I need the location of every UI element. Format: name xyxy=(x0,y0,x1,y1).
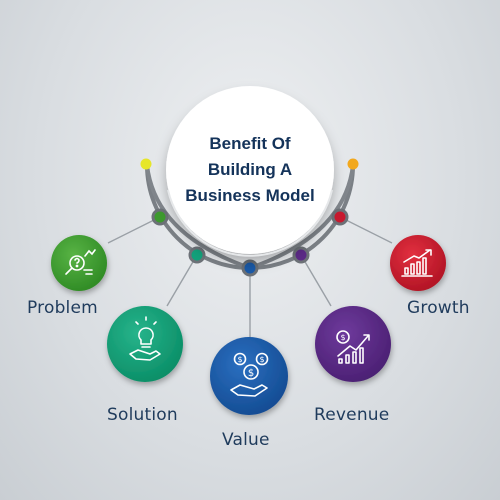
arc-nodes xyxy=(151,208,349,277)
connector-growth xyxy=(339,216,393,244)
connector-revenue xyxy=(300,254,332,307)
title-line-1: Benefit Of xyxy=(209,134,291,153)
problem-circle xyxy=(51,235,107,291)
arc-node-value xyxy=(241,259,259,277)
growth-chart-icon xyxy=(401,249,433,277)
center-title: Benefit Of Building A Business Model xyxy=(166,86,334,254)
value-circle xyxy=(210,337,288,415)
arc-end-dot-left xyxy=(140,158,152,170)
revenue-circle xyxy=(315,306,391,382)
arc-node-problem xyxy=(151,208,169,226)
label-solution: Solution xyxy=(107,405,178,425)
svg-text:$: $ xyxy=(340,333,345,342)
svg-text:$: $ xyxy=(248,368,254,379)
label-growth: Growth xyxy=(407,298,470,318)
svg-text:$: $ xyxy=(259,355,264,364)
growth-circle xyxy=(390,235,446,291)
arc-node-growth xyxy=(331,208,349,226)
magnifier-question-icon xyxy=(65,249,96,275)
arc-node-solution xyxy=(188,246,206,264)
arc-node-revenue xyxy=(292,246,310,264)
revenue-chart-icon: $ xyxy=(336,330,370,364)
lightbulb-hand-icon xyxy=(129,316,161,361)
label-revenue: Revenue xyxy=(314,405,390,425)
connector-lines xyxy=(107,216,393,342)
connector-solution xyxy=(166,254,198,307)
title-line-3: Business Model xyxy=(185,186,315,205)
label-problem: Problem xyxy=(27,298,98,318)
arc-end-dot-right xyxy=(347,158,359,170)
title-line-2: Building A xyxy=(207,160,293,179)
label-value: Value xyxy=(222,430,270,450)
dollar-hand-icon: $ $ $ xyxy=(230,352,269,397)
connector-problem xyxy=(107,216,161,244)
svg-text:$: $ xyxy=(237,355,242,364)
center-circle-lip xyxy=(167,189,333,257)
center-circle xyxy=(166,86,334,254)
